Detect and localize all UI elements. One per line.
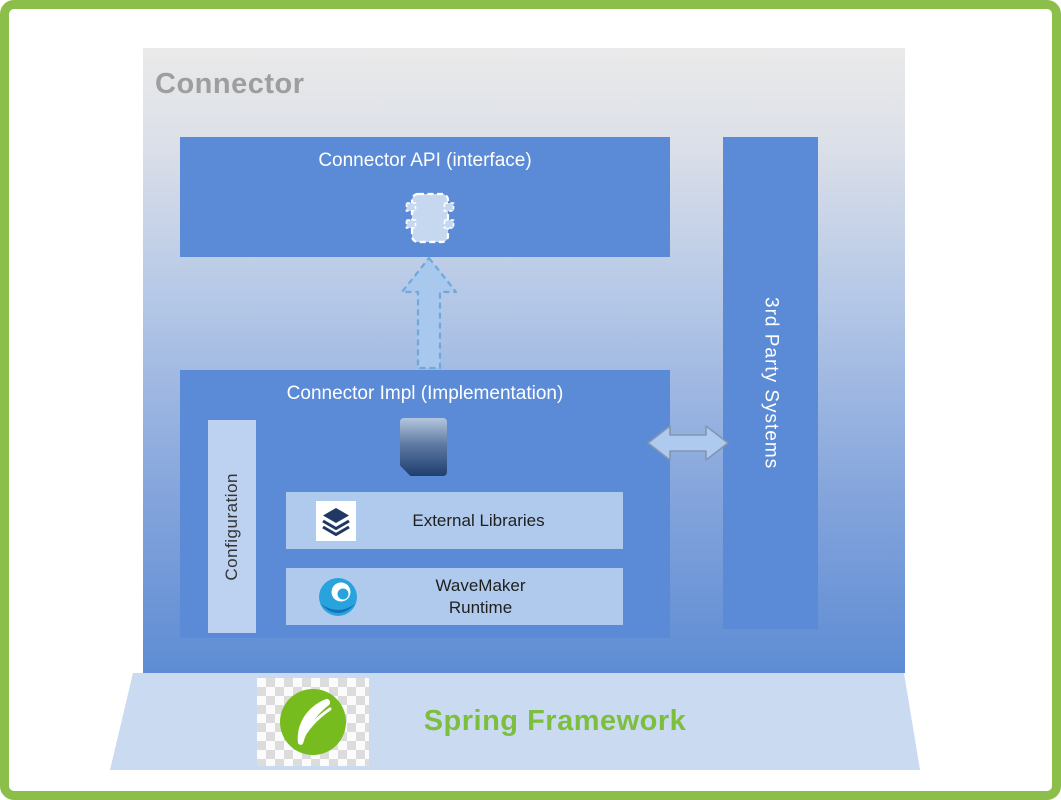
spring-logo — [257, 678, 369, 766]
wave-icon — [316, 575, 360, 619]
wavemaker-runtime-bar: WaveMaker Runtime — [286, 568, 623, 625]
document-icon — [400, 418, 447, 476]
connector-impl-label: Connector Impl (Implementation) — [286, 383, 564, 404]
external-libraries-bar: External Libraries — [286, 492, 623, 549]
spring-leaf-icon — [280, 689, 346, 755]
connector-title: Connector — [155, 68, 305, 100]
wavemaker-runtime-label: WaveMaker Runtime — [360, 575, 601, 618]
wavemaker-line1: WaveMaker — [435, 576, 526, 596]
spring-framework-label: Spring Framework — [423, 705, 687, 737]
spring-framework-band — [110, 673, 920, 770]
wavemaker-line2: Runtime — [448, 597, 513, 617]
plugin-chip-icon — [405, 190, 455, 251]
third-party-systems-box: 3rd Party Systems — [723, 137, 818, 629]
configuration-bar: Configuration — [208, 420, 256, 633]
connector-api-label: Connector API (interface) — [318, 150, 532, 171]
dashed-up-arrow-icon — [399, 255, 459, 376]
layers-icon — [316, 500, 356, 541]
third-party-systems-label: 3rd Party Systems — [760, 296, 782, 470]
double-headed-arrow-icon — [646, 422, 730, 469]
configuration-label: Configuration — [222, 472, 241, 581]
external-libraries-label: External Libraries — [412, 510, 545, 530]
